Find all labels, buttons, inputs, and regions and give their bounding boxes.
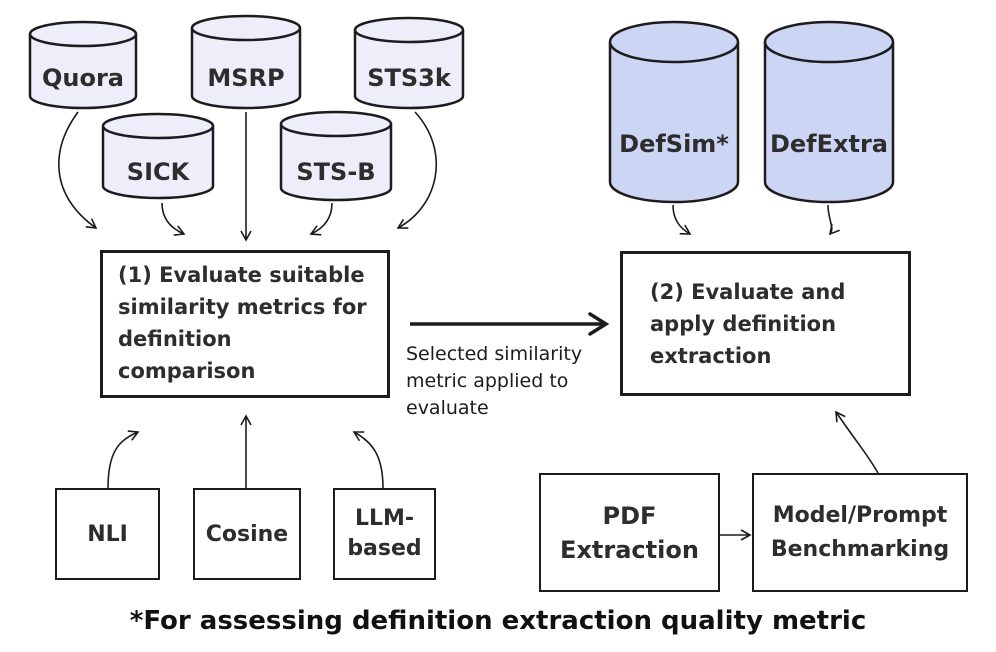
cylinder-msrp bbox=[190, 14, 302, 110]
metric-nli-box: NLI bbox=[55, 488, 160, 580]
arrow-defsim-to-step2 bbox=[672, 204, 692, 235]
pdf-extraction-line-2: Extraction bbox=[560, 535, 699, 564]
cylinder-sts-b bbox=[279, 110, 393, 202]
step2-text: (2) Evaluate and apply definition extrac… bbox=[650, 276, 900, 372]
dataset-msrp-label: MSRP bbox=[207, 64, 285, 92]
step1-box bbox=[100, 250, 390, 398]
arrow-model-to-step2 bbox=[835, 410, 879, 474]
cylinder-defsim bbox=[608, 20, 740, 204]
pdf-extraction-box: PDF Extraction bbox=[539, 473, 720, 592]
step1-line-2: similarity metrics for bbox=[118, 295, 367, 319]
dataset-sts3k-label: STS3k bbox=[367, 64, 451, 92]
dataset-defsim-label: DefSim* bbox=[619, 130, 729, 158]
dataset-sick-label: SICK bbox=[126, 158, 190, 186]
metric-llm-label-line-2: based bbox=[347, 536, 422, 561]
step1-text: (1) Evaluate suitable similarity metrics… bbox=[118, 259, 390, 387]
connector-line-2: metric applied to bbox=[406, 370, 569, 392]
cylinder-defextra bbox=[763, 20, 895, 204]
dataset-defextra-label: DefExtra bbox=[769, 130, 889, 158]
arrow-defextra-to-step2 bbox=[827, 204, 840, 236]
step2-line-2: apply definition bbox=[650, 312, 837, 336]
arrow-nli-to-step1 bbox=[107, 430, 140, 489]
dataset-sts-b-label: STS-B bbox=[296, 158, 376, 186]
pdf-extraction-line-1: PDF bbox=[602, 501, 657, 530]
step1-line-4: comparison bbox=[118, 359, 256, 383]
arrow-sts-b-to-step1 bbox=[309, 202, 333, 236]
arrow-quora-to-step1 bbox=[58, 111, 98, 229]
metric-llm-label-line-1: LLM- bbox=[354, 506, 415, 531]
arrow-sts3k-to-step1 bbox=[396, 111, 437, 229]
cylinder-sts3k bbox=[353, 16, 465, 110]
arrow-sick-to-step1 bbox=[161, 202, 186, 236]
metric-llm-box: LLM- based bbox=[333, 488, 436, 580]
connector-line-3: evaluate bbox=[406, 397, 489, 419]
step2-line-1: (2) Evaluate and bbox=[650, 280, 846, 304]
step1-line-3: definition bbox=[118, 327, 232, 351]
arrow-llm-to-step1 bbox=[352, 431, 384, 489]
model-benchmarking-line-2: Benchmarking bbox=[770, 536, 950, 562]
model-benchmarking-box: Model/Prompt Benchmarking bbox=[752, 473, 968, 592]
step2-line-3: extraction bbox=[650, 344, 772, 368]
metric-nli-label: NLI bbox=[87, 521, 128, 547]
connector-line-1: Selected similarity bbox=[406, 343, 583, 365]
footnote: *For assessing definition extraction qua… bbox=[129, 606, 867, 636]
metric-cosine-label: Cosine bbox=[205, 521, 289, 547]
model-benchmarking-line-1: Model/Prompt bbox=[772, 502, 948, 528]
step2-box bbox=[620, 251, 911, 396]
step1-line-1: (1) Evaluate suitable bbox=[118, 263, 365, 287]
cylinder-quora bbox=[28, 20, 138, 110]
metric-cosine-box: Cosine bbox=[193, 488, 301, 580]
dataset-quora-label: Quora bbox=[41, 64, 124, 92]
cylinder-sick bbox=[101, 112, 215, 200]
connector-label: Selected similarity metric applied to ev… bbox=[406, 341, 620, 422]
